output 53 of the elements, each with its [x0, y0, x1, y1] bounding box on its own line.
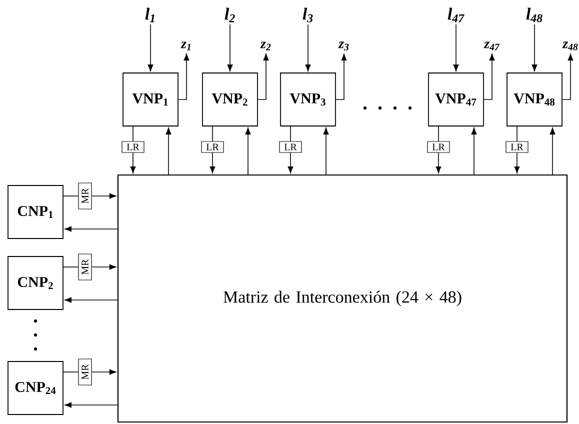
register-box: LR [279, 141, 302, 153]
arrow [305, 24, 311, 72]
output-label: z$_{3}$ [338, 42, 349, 50]
process-box: VNP$_{47}$ [428, 72, 484, 126]
input-label: l$_{47}$ [448, 8, 464, 22]
arrow [166, 128, 172, 175]
register-box: LR [506, 141, 528, 153]
arrow [91, 369, 116, 375]
arrow [245, 128, 251, 175]
output-label: z$_{2}$ [260, 42, 271, 50]
input-label: l$_{1}$ [145, 8, 154, 22]
arrow [91, 193, 116, 199]
process-box: VNP$_{1}$ [122, 72, 178, 126]
register-box: LR [201, 141, 224, 153]
arrow [130, 152, 136, 174]
arrow [148, 24, 154, 72]
output-label: z$_{48}$ [562, 42, 578, 50]
arrow [453, 24, 459, 72]
arrow [288, 152, 294, 174]
process-box: CNP$_{2}$ [8, 256, 64, 310]
matrix-box: Matriz de Interconexión (24 × 48) [117, 174, 568, 423]
arrow [258, 54, 269, 100]
output-label: z$_{1}$ [180, 42, 190, 50]
arrow [64, 402, 118, 408]
arrow [532, 24, 538, 72]
register-box: MR [78, 182, 92, 210]
arrow [323, 128, 329, 175]
register-box: MR [78, 254, 92, 280]
process-box: VNP$_{48}$ [506, 72, 562, 126]
process-box: VNP$_{2}$ [202, 72, 258, 126]
arrow [562, 54, 574, 100]
arrow [514, 152, 520, 174]
arrow [436, 152, 442, 174]
arrow [210, 152, 216, 174]
arrow [227, 24, 233, 72]
arrow [64, 226, 118, 232]
process-box: CNP$_{1}$ [8, 185, 64, 239]
register-box: LR [122, 141, 144, 153]
input-label: l$_{3}$ [302, 8, 313, 22]
input-label: l$_{48}$ [526, 8, 542, 22]
input-label: l$_{2}$ [224, 8, 235, 22]
output-label: z$_{47}$ [484, 42, 500, 50]
register-box: LR [427, 141, 450, 153]
register-box: MR [78, 358, 92, 386]
arrow [471, 128, 477, 175]
arrow [336, 54, 347, 100]
arrow [484, 54, 495, 100]
arrow [64, 297, 118, 303]
arrow [178, 54, 190, 100]
arrow [91, 264, 116, 270]
arrow [550, 128, 556, 175]
process-box: CNP$_{24}$ [8, 361, 64, 415]
process-box: VNP$_{3}$ [280, 72, 336, 126]
